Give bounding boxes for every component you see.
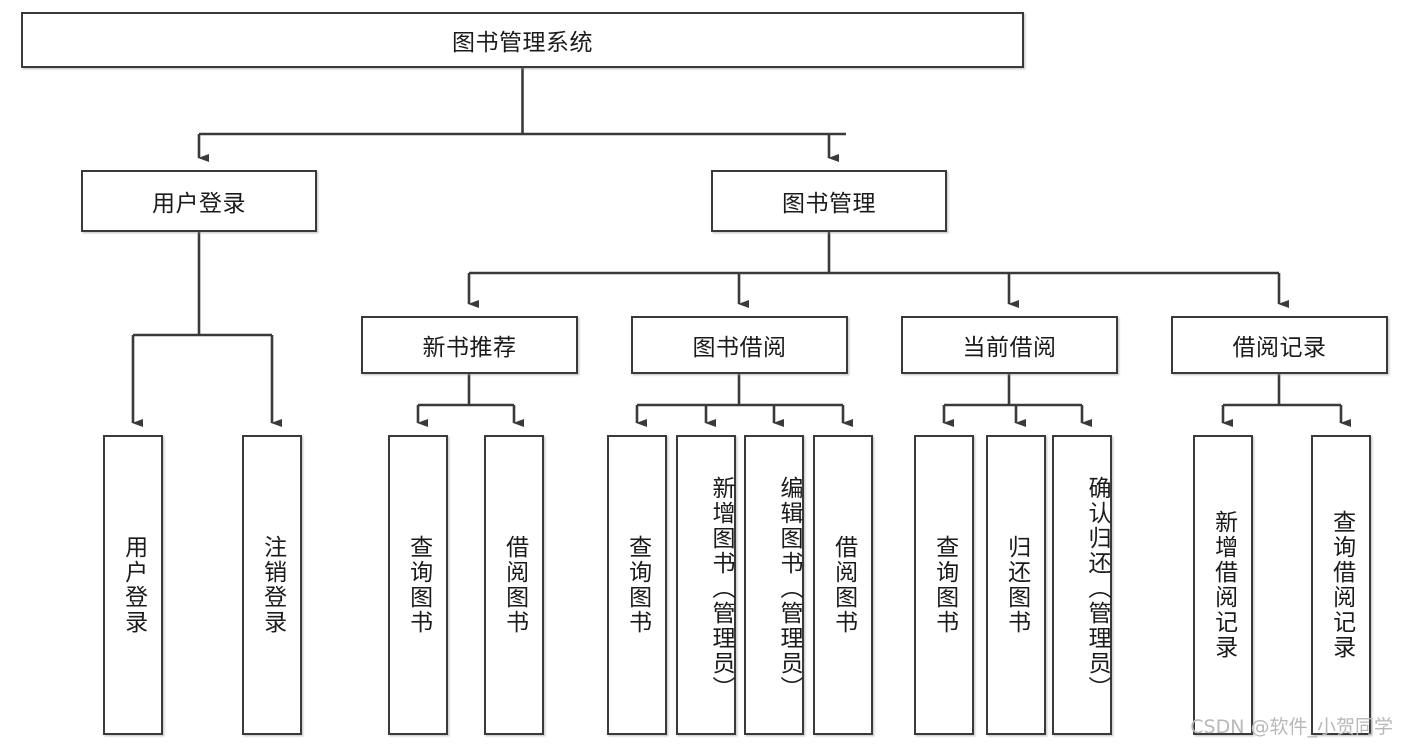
node-current-confirm-return[interactable]: 确认归还（管理员） [1052, 435, 1112, 735]
node-current-borrow-label: 当前借阅 [962, 335, 1057, 361]
node-record-query-label: 查询借阅记录 [1328, 510, 1355, 660]
node-current-query-book-label: 查询图书 [931, 535, 958, 635]
node-recommend-query-book-label: 查询图书 [405, 535, 432, 635]
node-borrow-edit-book-label: 编辑图书（管理员） [776, 475, 802, 701]
node-book-borrow-label: 图书借阅 [692, 335, 787, 361]
node-borrow-record-label: 借阅记录 [1232, 335, 1327, 361]
node-user-login[interactable]: 用户登录 [81, 170, 317, 232]
node-record-add[interactable]: 新增借阅记录 [1193, 435, 1253, 735]
node-borrow-lend-book[interactable]: 借阅图书 [813, 435, 873, 735]
node-borrow-edit-book[interactable]: 编辑图书（管理员） [744, 435, 804, 735]
node-new-book-recommend[interactable]: 新书推荐 [361, 316, 578, 374]
node-borrow-record[interactable]: 借阅记录 [1171, 316, 1388, 374]
node-book-manage[interactable]: 图书管理 [711, 170, 947, 232]
node-borrow-lend-book-label: 借阅图书 [830, 535, 857, 635]
node-new-book-recommend-label: 新书推荐 [422, 335, 517, 361]
node-root-label: 图书管理系统 [452, 30, 593, 56]
node-record-query[interactable]: 查询借阅记录 [1311, 435, 1371, 735]
node-current-borrow[interactable]: 当前借阅 [901, 316, 1118, 374]
node-current-return-book[interactable]: 归还图书 [986, 435, 1046, 735]
node-user-login-logout-label: 注销登录 [259, 535, 286, 635]
node-book-manage-label: 图书管理 [782, 191, 876, 217]
node-recommend-borrow-book[interactable]: 借阅图书 [484, 435, 544, 735]
node-user-login-logout[interactable]: 注销登录 [242, 435, 302, 735]
node-recommend-borrow-book-label: 借阅图书 [501, 535, 528, 635]
node-current-confirm-return-label: 确认归还（管理员） [1084, 475, 1110, 701]
node-current-return-book-label: 归还图书 [1003, 535, 1030, 635]
node-user-login-label: 用户登录 [152, 191, 246, 217]
node-record-add-label: 新增借阅记录 [1210, 510, 1237, 660]
node-borrow-query-book-label: 查询图书 [624, 535, 651, 635]
node-book-borrow[interactable]: 图书借阅 [631, 316, 848, 374]
node-user-login-login-label: 用户登录 [120, 535, 147, 635]
node-borrow-add-book-label: 新增图书（管理员） [708, 475, 734, 701]
node-recommend-query-book[interactable]: 查询图书 [388, 435, 448, 735]
node-borrow-query-book[interactable]: 查询图书 [607, 435, 667, 735]
node-root[interactable]: 图书管理系统 [21, 12, 1024, 68]
node-user-login-login[interactable]: 用户登录 [103, 435, 163, 735]
node-current-query-book[interactable]: 查询图书 [914, 435, 974, 735]
node-borrow-add-book[interactable]: 新增图书（管理员） [676, 435, 736, 735]
